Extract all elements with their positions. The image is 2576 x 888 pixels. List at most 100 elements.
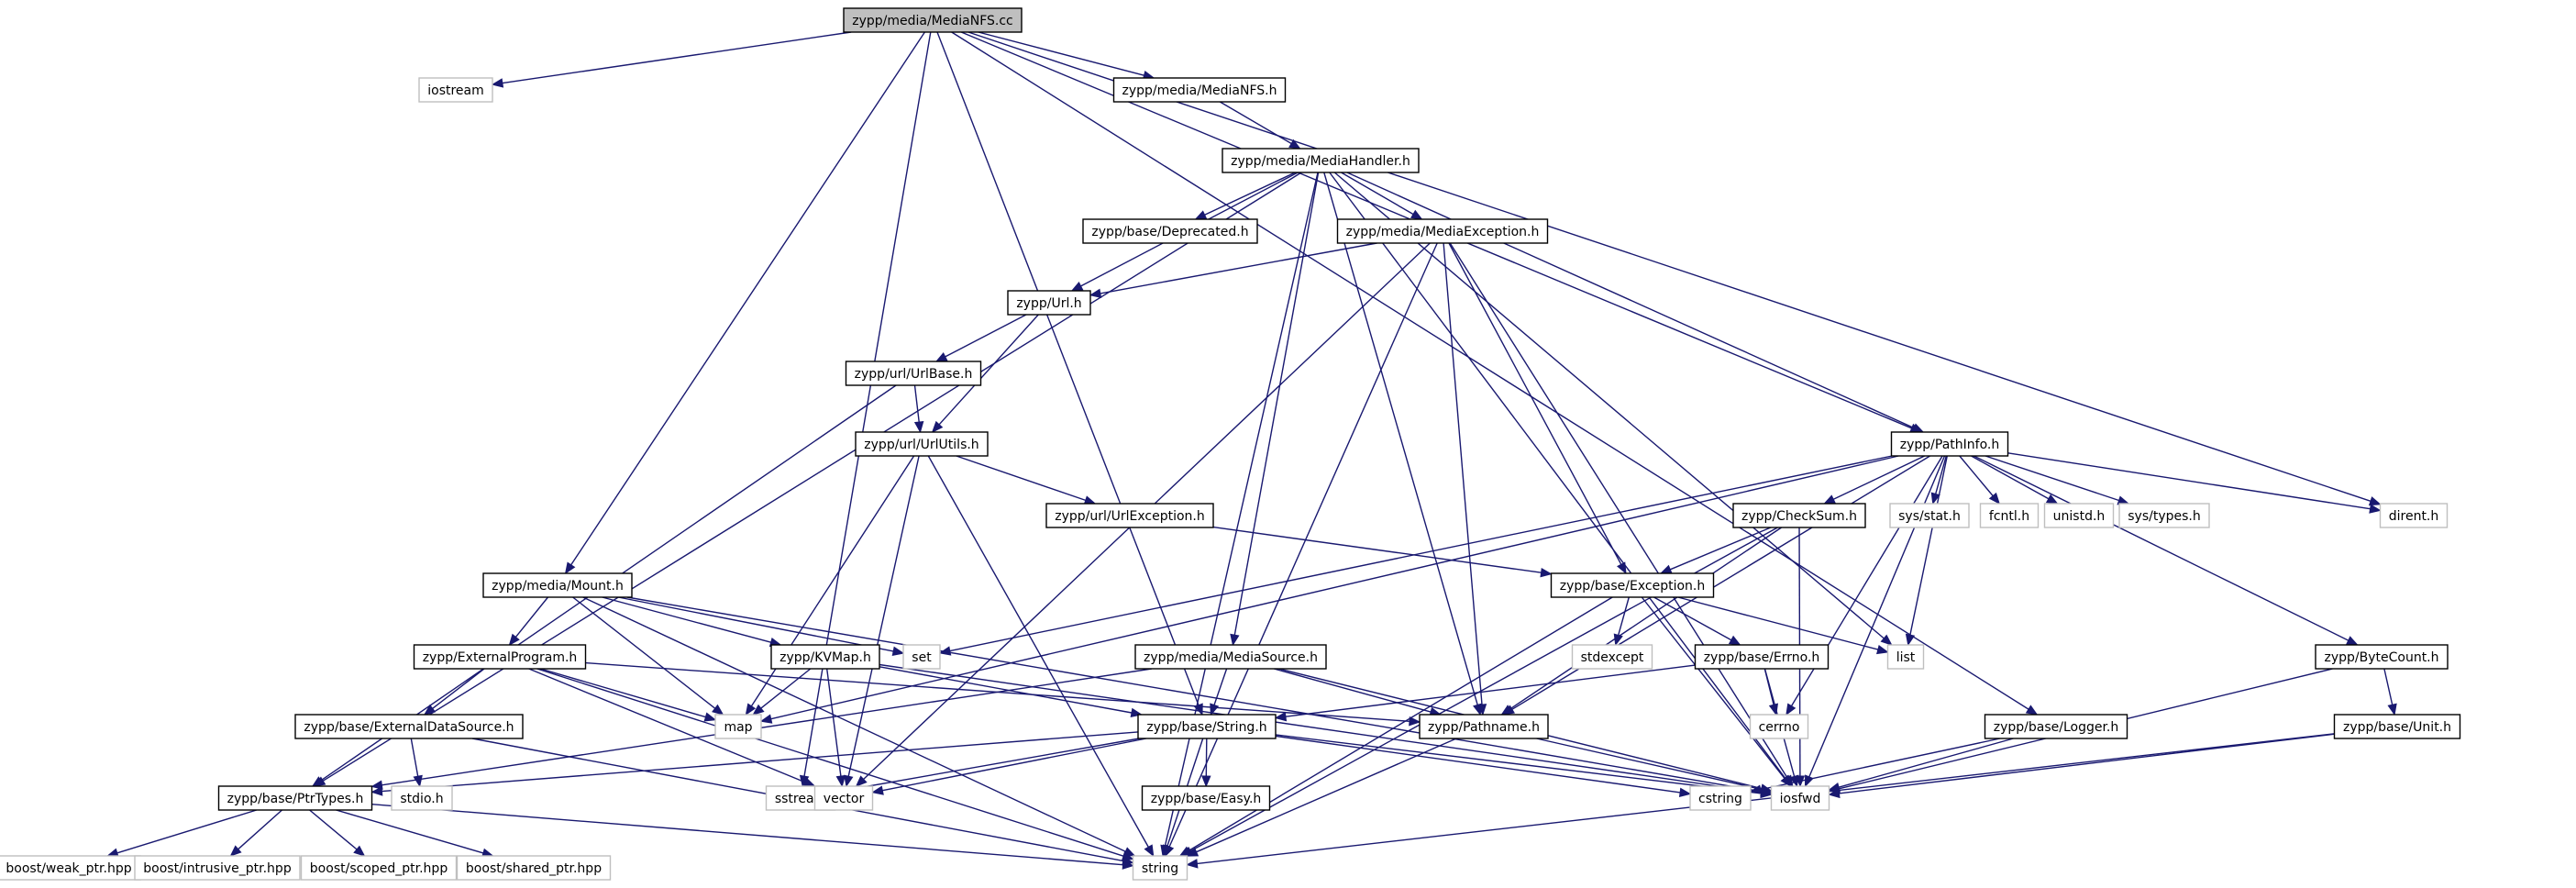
node-box <box>1137 714 1277 739</box>
node-zypp-base-exception-h[interactable]: zypp/base/Exception.h <box>1550 572 1715 598</box>
node-box <box>1112 77 1287 103</box>
node-label: zypp/base/String.h <box>1146 720 1266 735</box>
edge-line <box>502 31 852 84</box>
edge-line <box>1971 455 2050 500</box>
edge-line <box>1275 734 1762 794</box>
node-zypp-base-unit-h[interactable]: zypp/base/Unit.h <box>2333 714 2461 739</box>
edge-arrowhead <box>2025 705 2039 716</box>
node-label: list <box>1896 650 1916 665</box>
edge-line <box>381 668 1153 786</box>
edge-arrowhead <box>1089 288 1102 298</box>
node-box <box>391 785 453 811</box>
edge-line <box>1677 596 1879 650</box>
node-label: zypp/base/Easy.h <box>1151 792 1262 806</box>
node-zypp-base-logger-h[interactable]: zypp/base/Logger.h <box>1984 714 2128 739</box>
edge-mediasource-to-pathname <box>1274 668 1443 716</box>
node-label: boost/intrusive_ptr.hpp <box>143 861 292 876</box>
edge-basestring-to-easy <box>1201 738 1211 788</box>
node-zypp-base-deprecated-h[interactable]: zypp/base/Deprecated.h <box>1082 218 1258 244</box>
node-box <box>2379 503 2449 528</box>
edge-arrowhead <box>1070 282 1084 292</box>
node-zypp-bytecount-h[interactable]: zypp/ByteCount.h <box>2315 644 2449 670</box>
node-zypp-checksum-h[interactable]: zypp/CheckSum.h <box>1732 503 1866 528</box>
edge-logger-to-cstring <box>1749 738 2001 794</box>
edge-arrowhead <box>1905 633 1916 647</box>
edge-mediasource-to-ptrtypes <box>370 668 1153 790</box>
node-box <box>1770 785 1830 811</box>
edge-line <box>1197 733 2335 865</box>
edge-root-to-iostream <box>491 31 852 88</box>
node-box <box>1419 714 1549 739</box>
node-zypp-pathinfo-h[interactable]: zypp/PathInfo.h <box>1890 431 2009 457</box>
edge-ptrtypes-to-string <box>371 804 1134 870</box>
node-zypp-base-ptrtypes-h[interactable]: zypp/base/PtrTypes.h <box>217 785 373 811</box>
node-zypp-url-urlbase-h[interactable]: zypp/url/UrlBase.h <box>845 361 982 386</box>
edge-line <box>1959 455 1994 496</box>
node-label: string <box>1142 861 1178 876</box>
node-box <box>1689 785 1752 811</box>
node-box <box>1222 148 1420 173</box>
node-label: zypp/media/MediaSource.h <box>1144 650 1318 665</box>
node-unistd-h: unistd.h <box>2043 503 2115 528</box>
node-zypp-media-medianfs-cc[interactable]: zypp/media/MediaNFS.cc <box>843 7 1023 33</box>
node-label: zypp/media/Mount.h <box>492 579 624 594</box>
node-box <box>902 644 941 670</box>
edge-unit-to-iosfwd <box>1828 733 2335 799</box>
node-zypp-base-string-h[interactable]: zypp/base/String.h <box>1137 714 1277 739</box>
node-box <box>2043 503 2115 528</box>
node-zypp-base-easy-h[interactable]: zypp/base/Easy.h <box>1141 785 1271 811</box>
node-zypp-media-mediahandler-h[interactable]: zypp/media/MediaHandler.h <box>1222 148 1420 173</box>
edge-arrowhead <box>1186 847 1200 857</box>
node-zypp-externalprogram-h[interactable]: zypp/ExternalProgram.h <box>413 644 587 670</box>
node-box <box>300 855 458 881</box>
edge-arrowhead <box>1178 846 1192 857</box>
edge-line <box>1838 738 2014 788</box>
edge-baseexception-to-stdexcept <box>1613 596 1630 647</box>
node-label: sstream <box>775 792 826 806</box>
edge-line <box>1212 526 1542 573</box>
edge-mediaexception-to-url <box>1089 242 1377 298</box>
node-zypp-media-mediaexception-h[interactable]: zypp/media/MediaException.h <box>1336 218 1549 244</box>
node-boost-weak-ptr-hpp: boost/weak_ptr.hpp <box>0 855 141 881</box>
edge-pathinfo-to-systypes <box>1985 455 2130 505</box>
edge-line <box>1168 242 1438 848</box>
edge-arrowhead <box>1500 705 1513 716</box>
node-box <box>813 785 874 811</box>
edge-arrowhead <box>931 420 944 433</box>
edge-line <box>336 809 484 854</box>
edge-line <box>2383 668 2394 705</box>
node-label: stdio.h <box>400 792 443 806</box>
node-box <box>0 855 141 881</box>
edge-kvmap-to-basestring <box>879 666 1144 718</box>
node-zypp-media-medianfs-h[interactable]: zypp/media/MediaNFS.h <box>1112 77 1287 103</box>
node-cerrno: cerrno <box>1749 714 1809 739</box>
node-label: zypp/media/MediaException.h <box>1346 225 1540 239</box>
edge-arrowhead <box>1988 492 2001 505</box>
edge-mount-to-set <box>618 596 905 657</box>
edge-arrowhead <box>1749 784 1763 794</box>
node-zypp-kvmap-h[interactable]: zypp/KVMap.h <box>770 644 880 670</box>
edge-mediahandler-to-iosfwd <box>1329 172 1792 788</box>
node-label: zypp/media/MediaNFS.h <box>1122 83 1277 98</box>
node-zypp-url-h[interactable]: zypp/Url.h <box>1007 290 1091 316</box>
node-zypp-base-externaldatasource-h[interactable]: zypp/base/ExternalDataSource.h <box>294 714 524 739</box>
edge-ptrtypes-to-scopedptr <box>309 809 366 857</box>
node-stdexcept: stdexcept <box>1571 644 1653 670</box>
node-zypp-url-urlexception-h[interactable]: zypp/url/UrlException.h <box>1045 503 1214 528</box>
node-zypp-pathname-h[interactable]: zypp/Pathname.h <box>1419 714 1549 739</box>
edge-arrowhead <box>1194 210 1208 220</box>
node-zypp-base-errno-h[interactable]: zypp/base/Errno.h <box>1694 644 1830 670</box>
edge-line <box>1341 172 1414 216</box>
edge-arrowhead <box>759 714 773 724</box>
node-zypp-media-mount-h[interactable]: zypp/media/Mount.h <box>482 572 633 598</box>
edge-line <box>945 314 1027 358</box>
edge-arrowhead <box>1617 561 1627 575</box>
edge-baseexception-to-iosfwd <box>1641 596 1792 788</box>
node-box <box>1694 644 1830 670</box>
edge-line <box>949 455 1893 652</box>
edge-line <box>1973 455 2349 641</box>
node-zypp-media-mediasource-h[interactable]: zypp/media/MediaSource.h <box>1134 644 1327 670</box>
edge-arrowhead <box>1880 634 1893 646</box>
node-sys-types-h: sys/types.h <box>2118 503 2210 528</box>
node-zypp-url-urlutils-h[interactable]: zypp/url/UrlUtils.h <box>855 431 989 457</box>
